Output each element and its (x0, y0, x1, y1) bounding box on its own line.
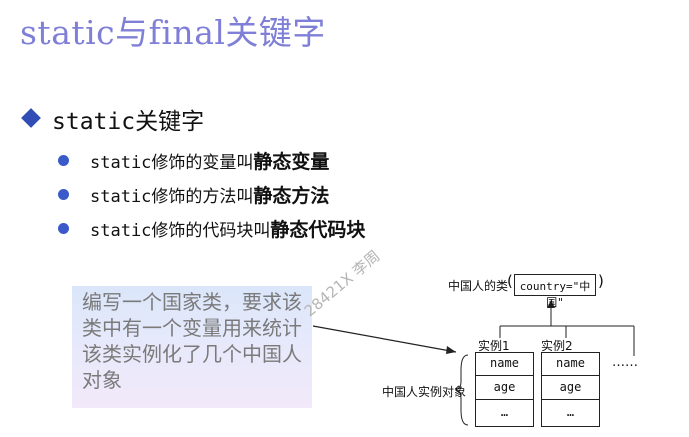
slide-title: static与final关键字 (20, 13, 326, 52)
bullet-dot-icon (58, 189, 69, 200)
bullet-dot-icon (58, 223, 69, 234)
bullet-emphasis: 静态变量 (253, 151, 330, 173)
bullet-text: static修饰的方法叫 (90, 187, 254, 207)
field-name: name (556, 356, 585, 370)
instances-caption: 中国人实例对象 (382, 385, 467, 399)
instance-label: 实例1 (478, 339, 510, 353)
class-field: country="中国" (519, 280, 591, 309)
field-age: age (493, 380, 516, 394)
bullet-item: static修饰的方法叫静态方法 (90, 181, 329, 208)
instance-box: name age … (475, 352, 534, 427)
note-text: 编写一个国家类，要求该类中有一个变量用来统计该类实例化了几个中国人对象 (82, 290, 302, 392)
arrow-head-icon (446, 346, 456, 354)
bullet-dot-icon (58, 155, 69, 166)
field-more: … (500, 405, 509, 419)
bullet-text: static修饰的变量叫 (90, 153, 254, 173)
class-field-box: country="中国" (514, 274, 596, 309)
arrow-up-icon (547, 300, 555, 308)
note-box: 编写一个国家类，要求该类中有一个变量用来统计该类实例化了几个中国人对象 (72, 286, 312, 408)
field-age: age (559, 380, 582, 394)
bullet-text: static修饰的代码块叫 (90, 221, 271, 241)
class-label: 中国人的类 (448, 279, 509, 293)
bullet-emphasis: 静态方法 (253, 185, 330, 207)
paren-close: ) (598, 272, 604, 290)
arrow-line (312, 325, 457, 353)
bullet-emphasis: 静态代码块 (270, 219, 366, 241)
field-more: … (566, 405, 575, 419)
bullet-item: static修饰的代码块叫静态代码块 (90, 215, 365, 242)
instance-box: name age … (541, 352, 600, 427)
field-name: name (490, 356, 519, 370)
bullet-item: static修饰的变量叫静态变量 (90, 147, 329, 174)
instance-label: 实例2 (541, 339, 573, 353)
brace-icon (454, 354, 469, 426)
paren-open: ( (507, 272, 513, 290)
section-heading: static关键字 (52, 109, 205, 135)
more-ellipsis: …… (612, 355, 638, 370)
